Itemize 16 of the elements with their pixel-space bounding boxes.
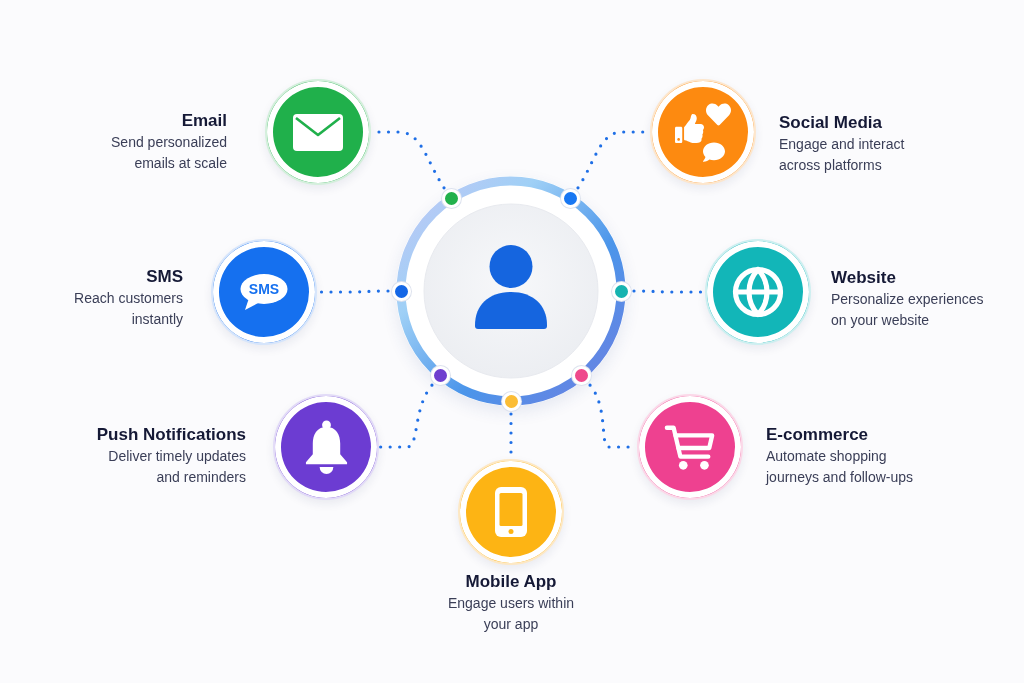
channel-description: Personalize experiences on your website xyxy=(831,290,985,330)
channel-description: Reach customers instantly xyxy=(73,289,183,329)
channel-description: Automate shopping journeys and follow-ups xyxy=(766,447,915,487)
channel-title: Social Media xyxy=(779,112,883,134)
channel-title: Mobile App xyxy=(464,571,558,593)
dotted-connector xyxy=(377,383,434,449)
channel-title: Website xyxy=(831,267,897,289)
channel-title: E-commerce xyxy=(766,424,870,446)
bubble-text: SMS xyxy=(248,282,280,296)
channel-description: Engage and interact across platforms xyxy=(779,135,906,175)
channel-title: SMS xyxy=(145,266,183,288)
channel-title: Push Notifications xyxy=(95,424,246,446)
channel-description: Engage users within your app xyxy=(446,594,576,634)
channel-description: Send personalized emails at scale xyxy=(110,133,227,173)
channel-title: Email xyxy=(180,110,227,132)
channel-description: Deliver timely updates and reminders xyxy=(107,447,246,487)
